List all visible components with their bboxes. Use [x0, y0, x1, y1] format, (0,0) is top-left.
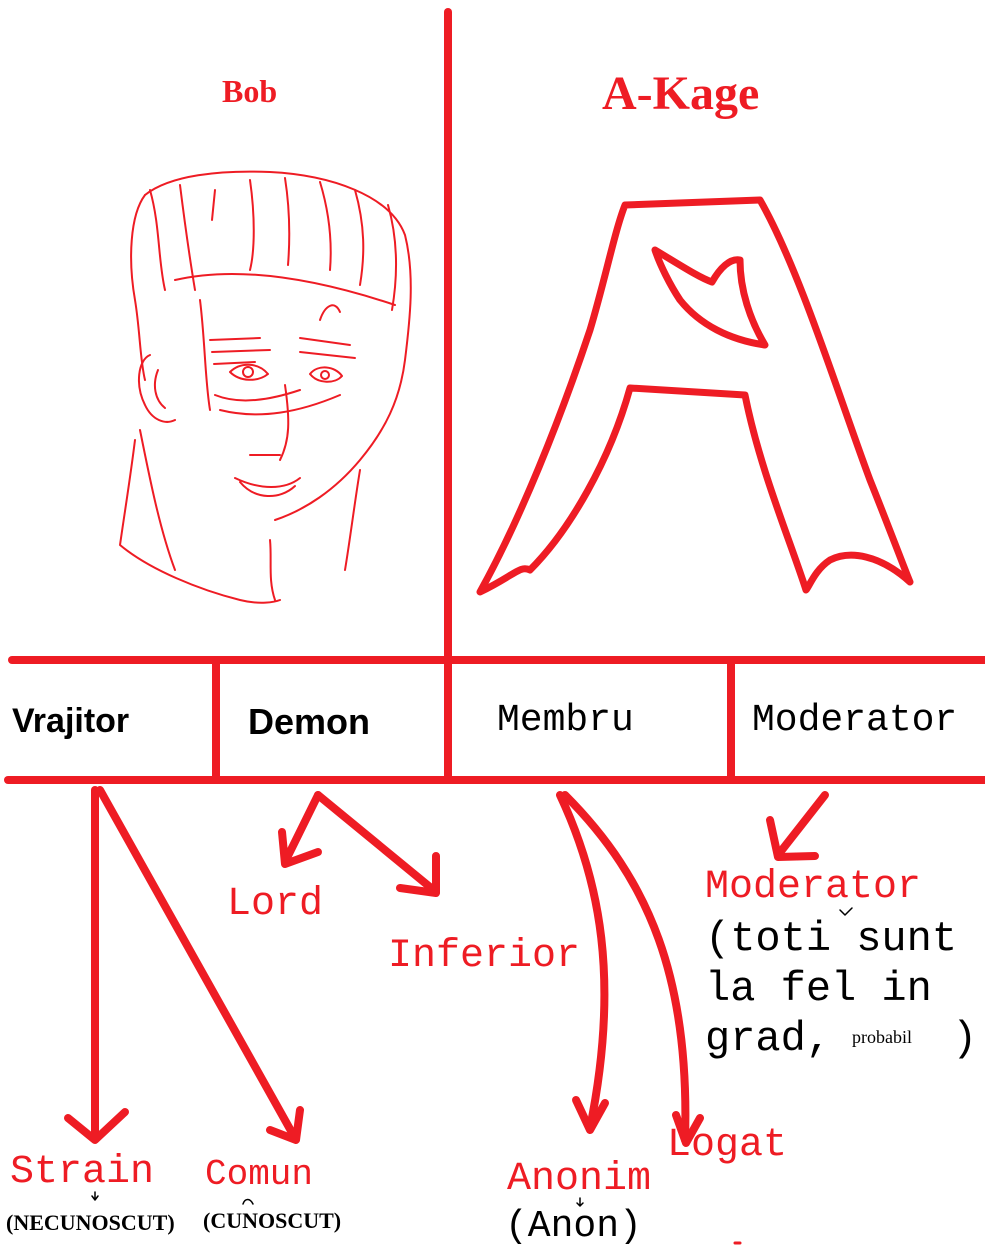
- rank-membru: Membru: [497, 699, 634, 742]
- a-kage-logo-icon: [476, 196, 914, 596]
- sub-inferior: Inferior: [388, 934, 581, 979]
- note-line-1: (toti sunt: [705, 915, 958, 963]
- arrow-comun: [96, 786, 299, 1142]
- note-line-2: la fel in: [705, 965, 932, 1013]
- comun-note: (CUNOSCUT): [203, 1208, 342, 1233]
- arrow-lord: [281, 791, 322, 866]
- sub-moderator: Moderator: [705, 865, 922, 910]
- note-small-probabil: probabil: [852, 1027, 912, 1047]
- strain-note: (NECUNOSCUT): [6, 1210, 175, 1235]
- note-line-3: grad,: [705, 1015, 832, 1063]
- rank-demon: Demon: [248, 701, 371, 742]
- note-close-paren: ): [952, 1015, 978, 1063]
- bob-title: Bob: [222, 73, 278, 109]
- sub-logat: Logat: [667, 1123, 788, 1168]
- arrow-inferior: [314, 791, 440, 896]
- arrow-logat: [561, 791, 690, 1144]
- rank-vrajitor: Vrajitor: [12, 702, 130, 740]
- akage-title: A-Kage: [602, 67, 760, 120]
- arrow-moderator: [774, 791, 829, 859]
- rank-moderator: Moderator: [752, 699, 958, 742]
- arrow-anonim: [556, 791, 609, 1132]
- sub-strain: Strain: [10, 1150, 155, 1195]
- sub-lord: Lord: [227, 882, 324, 927]
- sub-anonim: Anonim: [507, 1157, 652, 1202]
- sub-comun: Comun: [205, 1154, 314, 1195]
- face-sketch-icon: [119, 170, 412, 604]
- anonim-note: (Anon): [505, 1205, 642, 1248]
